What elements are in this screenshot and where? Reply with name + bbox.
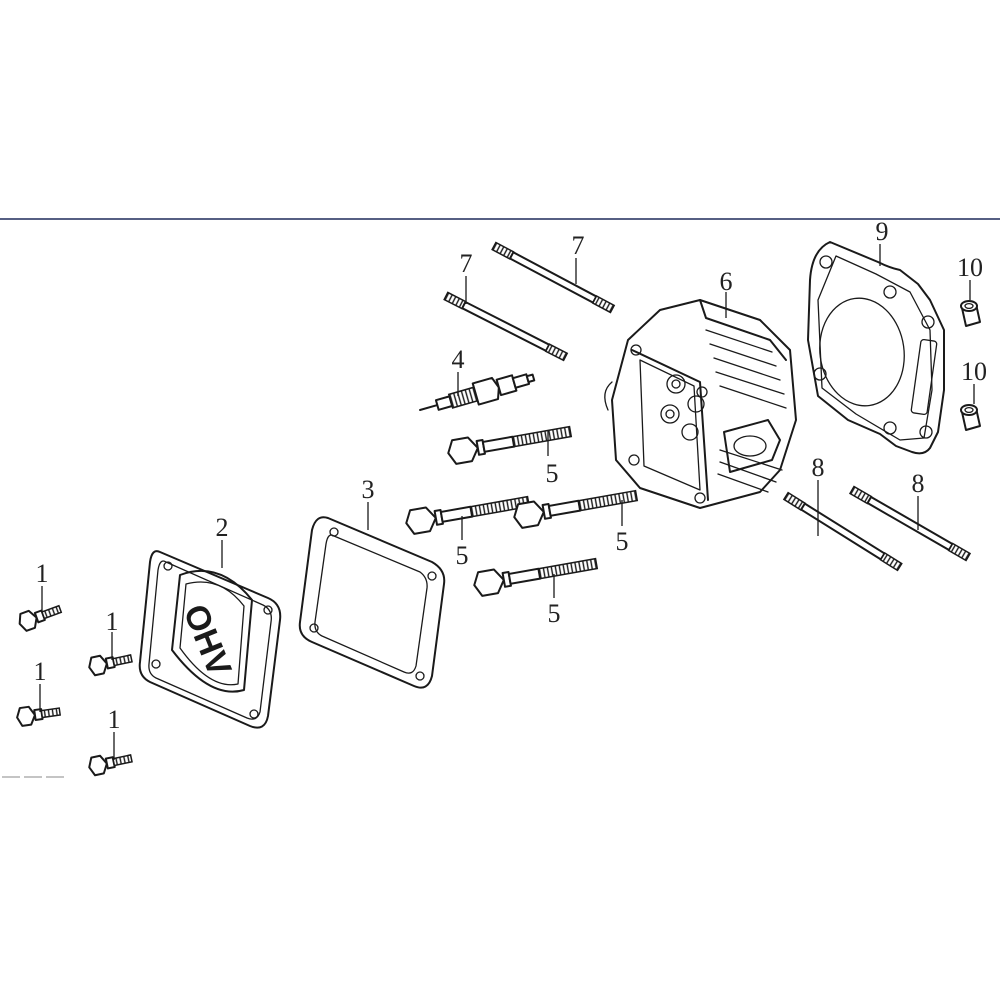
callout-cylinder-head-6: 6: [720, 267, 733, 296]
screw-part-1-b: [88, 654, 133, 677]
callout-cover-gasket-3: 3: [362, 475, 375, 504]
callout-screw-1-b: 1: [106, 607, 119, 636]
callout-screw-1-a: 1: [36, 559, 49, 588]
callout-stud-8-a: 8: [812, 453, 825, 482]
head-bolt-part-5-b: [405, 495, 531, 535]
callout-head-gasket-9: 9: [876, 217, 889, 246]
stud-part-8-a: [782, 491, 903, 572]
head-gasket-part-9: [807, 241, 945, 455]
callout-screw-1-d: 1: [108, 705, 121, 734]
callout-bolt-5-b: 5: [456, 541, 469, 570]
cover-gasket-part-3: [298, 516, 446, 689]
callout-cover-2: 2: [216, 513, 229, 542]
dowel-pin-part-10-b: [960, 404, 981, 431]
callout-bolt-5-c: 5: [616, 527, 629, 556]
screw-part-1-c: [16, 705, 62, 727]
callout-pushrod-7-b: 7: [572, 231, 585, 260]
head-bolt-part-5-d: [473, 557, 599, 597]
cover-logo: OHV: [176, 599, 239, 682]
callout-dowel-10-b: 10: [961, 357, 987, 386]
screw-part-1-a: [18, 604, 63, 632]
screw-part-1-d: [88, 754, 133, 777]
callout-bolt-5-d: 5: [548, 599, 561, 628]
callout-stud-8-b: 8: [912, 469, 925, 498]
pushrod-part-7-a: [443, 291, 569, 362]
callout-spark-plug-4: 4: [452, 345, 465, 374]
callout-bolt-5-a: 5: [546, 459, 559, 488]
stud-part-8-b: [848, 485, 972, 562]
pushrod-part-7-b: [491, 241, 616, 314]
head-bolt-part-5-c: [513, 489, 639, 529]
cylinder-head-part-6: [604, 299, 797, 509]
rocker-cover-part-2: OHV: [138, 550, 282, 729]
head-bolt-part-5-a: [447, 425, 573, 465]
leader-lines: [39, 244, 975, 760]
spark-plug-part-4: [419, 373, 536, 411]
callout-dowel-10-a: 10: [957, 253, 983, 282]
callout-screw-1-c: 1: [34, 657, 47, 686]
callout-pushrod-7-a: 7: [460, 249, 473, 278]
dowel-pin-part-10-a: [960, 300, 981, 327]
